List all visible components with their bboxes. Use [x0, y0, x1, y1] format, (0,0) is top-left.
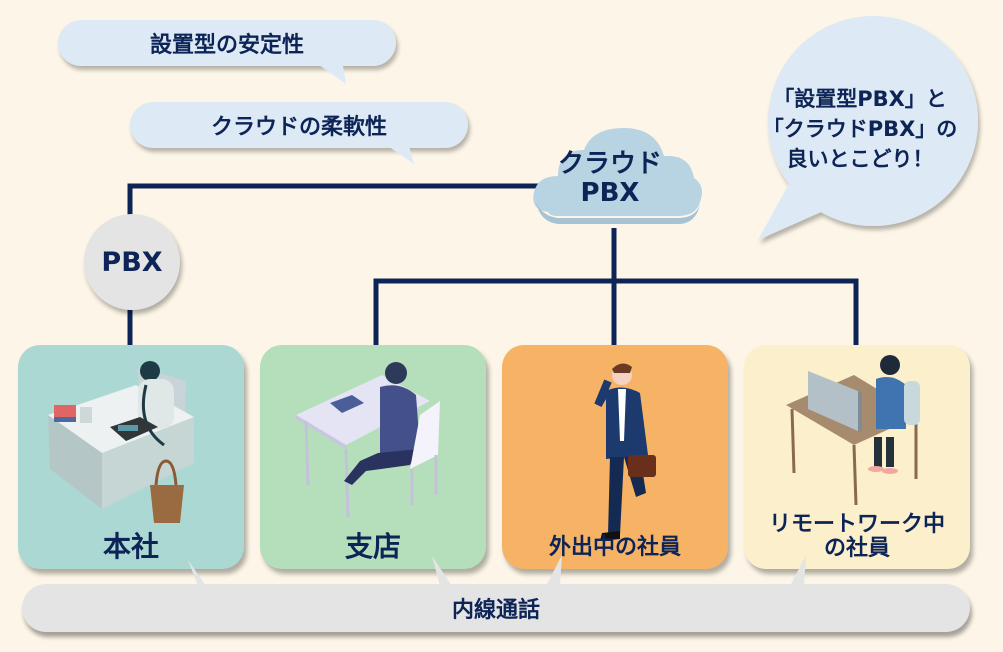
tail-headquarters	[188, 560, 206, 586]
cloud-icon	[533, 128, 702, 224]
office-desk-phone-illustration	[48, 361, 194, 523]
callout-stability: 設置型の安定性	[58, 20, 396, 66]
location-label-remote-work-line-2: の社員	[823, 536, 890, 561]
callout-stability-tail	[312, 60, 346, 84]
callout-flexibility: クラウドの柔軟性	[130, 102, 468, 148]
location-label-remote-work: リモートワーク中 の社員	[744, 513, 970, 561]
location-label-remote-work-line-1: リモートワーク中	[768, 512, 945, 537]
line-branch-bus	[373, 278, 859, 348]
location-card-branch: 支店	[260, 345, 486, 569]
callout-stability-text: 設置型の安定性	[149, 33, 304, 58]
onprem-pbx-label: PBX	[101, 246, 163, 278]
location-card-remote-work: リモートワーク中 の社員	[744, 345, 970, 569]
remote-worker-illustration	[786, 355, 920, 506]
callout-best-of-both-line-3: 良いとこどり！	[786, 147, 934, 171]
branch-phone-illustration	[296, 362, 440, 518]
extension-call-bar: 内線通話	[22, 584, 970, 632]
callout-best-of-both-line-2: 「クラウドPBX」の	[762, 117, 958, 141]
callout-best-of-both-shape	[758, 16, 978, 240]
onprem-pbx-node: PBX	[84, 214, 180, 310]
tail-out-of-office	[546, 555, 562, 586]
location-label-headquarters: 本社	[102, 530, 159, 563]
callout-best-of-both-line-1: 「設置型PBX」と	[773, 87, 947, 111]
location-card-headquarters: 本社	[18, 345, 244, 569]
line-cloud-to-pbx	[127, 183, 545, 216]
location-label-branch: 支店	[344, 530, 401, 563]
location-card-out-of-office: 外出中の社員	[502, 345, 728, 569]
tail-branch	[432, 556, 452, 586]
cloud-pbx-label-line-1: クラウド	[557, 149, 662, 179]
callout-flexibility-text: クラウドの柔軟性	[210, 115, 387, 140]
location-label-out-of-office: 外出中の社員	[548, 535, 681, 560]
cloud-pbx-label-line-2: PBX	[580, 178, 640, 208]
cloud-pbx-label: クラウド PBX	[540, 150, 680, 208]
callout-flexibility-tail	[382, 142, 414, 164]
tail-remote-work	[790, 555, 806, 586]
businessman-walking-illustration	[594, 363, 656, 541]
extension-call-label: 内線通話	[451, 598, 540, 623]
callout-best-of-both: 「設置型PBX」と 「クラウドPBX」の 良いとこどり！	[745, 84, 975, 174]
